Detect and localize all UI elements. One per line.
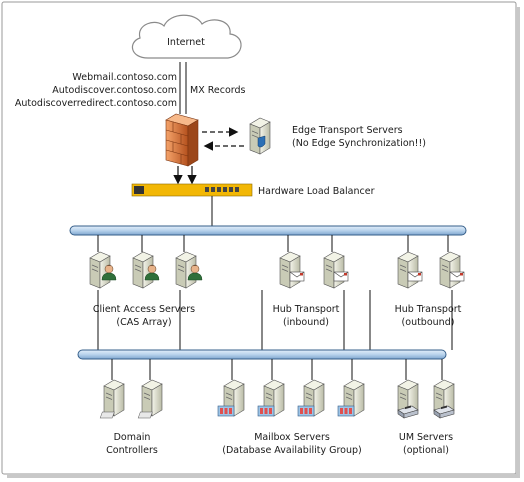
domain-controllers-label-2: Controllers: [106, 445, 158, 456]
edge-transport-note: (No Edge Synchronization!!): [292, 138, 426, 149]
network-bus-upper: [69, 225, 467, 236]
upper-bus-drops: [97, 235, 449, 252]
domain-controller-2-icon: [137, 379, 163, 419]
middle-to-lower-bus-lines: [97, 290, 453, 350]
um-server-1-icon: [397, 379, 419, 419]
load-balancer-label: Hardware Load Balancer: [258, 186, 375, 197]
cas-array-label: (CAS Array): [116, 317, 171, 328]
dns-record-autodiscoverredirect: Autodiscoverredirect.contoso.com: [15, 98, 177, 109]
edge-transport-label: Edge Transport Servers: [292, 125, 403, 136]
um-servers-optional-label: (optional): [403, 445, 449, 456]
mx-records-label: MX Records: [190, 85, 246, 96]
internet-label: Internet: [167, 37, 205, 48]
hub-outbound-note: (outbound): [402, 317, 455, 328]
page-frame-shadow-side: [516, 7, 520, 478]
edge-transport-server-icon: [249, 117, 271, 155]
page-frame-shadow: [7, 474, 519, 478]
um-servers-label: UM Servers: [399, 432, 453, 443]
domain-controller-1-icon: [99, 379, 125, 419]
dns-record-autodiscover: Autodiscover.contoso.com: [52, 85, 177, 96]
dns-record-webmail: Webmail.contoso.com: [72, 72, 177, 83]
hardware-load-balancer-icon: [131, 183, 253, 197]
um-server-2-icon: [433, 379, 455, 419]
cas-label: Client Access Servers: [93, 304, 195, 315]
network-bus-lower: [77, 349, 447, 360]
hub-inbound-label: Hub Transport: [273, 304, 340, 315]
mailbox-servers-dag-label: (Database Availability Group): [222, 445, 362, 456]
mailbox-servers-label: Mailbox Servers: [254, 432, 330, 443]
domain-controllers-label: Domain: [114, 432, 151, 443]
firewall-icon: [165, 113, 199, 167]
hub-outbound-label: Hub Transport: [395, 304, 462, 315]
internet-cloud: Internet: [131, 14, 242, 59]
hub-inbound-note: (inbound): [283, 317, 329, 328]
lower-bus-drops: [111, 359, 443, 380]
